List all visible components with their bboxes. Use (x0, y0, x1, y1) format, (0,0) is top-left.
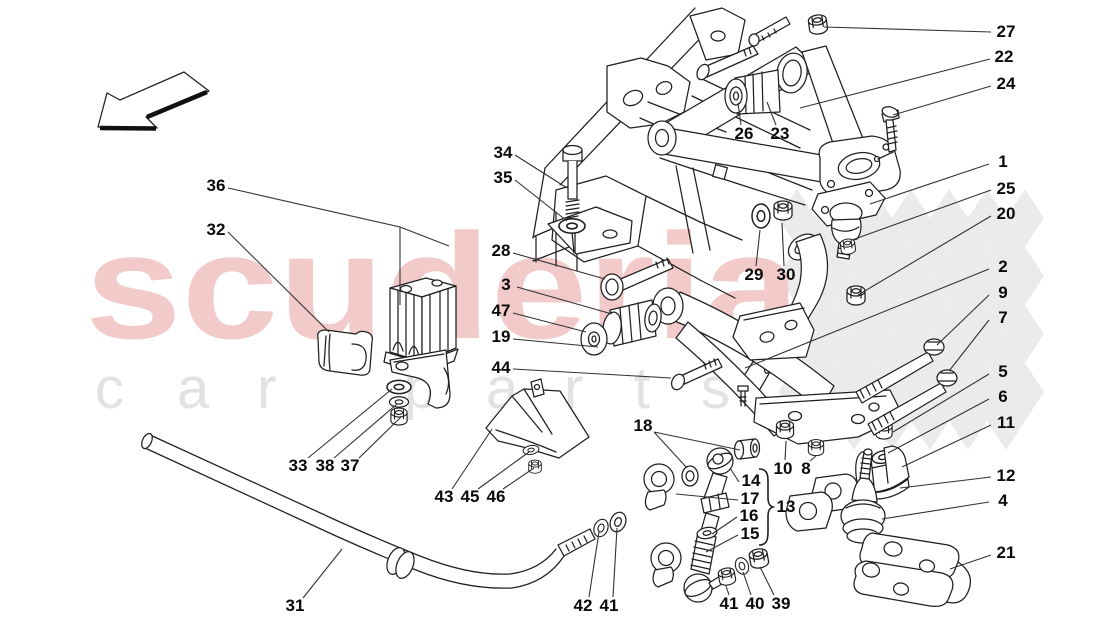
leader-line-36 (227, 187, 401, 228)
leader-line-27 (823, 26, 992, 33)
sway-bar-31 (141, 432, 596, 589)
bolt-7 (867, 369, 958, 436)
leader-line-43 (451, 428, 493, 490)
leader-line-29 (755, 229, 761, 267)
drop-link-assembly (643, 438, 761, 603)
leader-line-15 (705, 534, 739, 553)
bushing-18b (733, 438, 761, 460)
sway-bar-clamp (389, 349, 451, 409)
leader-line-23 (766, 101, 777, 126)
leader-line-8 (809, 455, 817, 462)
leader-line-2 (744, 268, 990, 369)
leader-line-5 (892, 373, 990, 433)
leader-line-32 (227, 231, 330, 333)
bolt-34 (562, 144, 583, 254)
leader-line-14 (729, 467, 740, 483)
leader-line-38 (333, 403, 398, 459)
leader-line-26 (737, 102, 742, 126)
leader-line-7 (948, 319, 990, 372)
leader-line-19 (512, 338, 599, 348)
leader-line-37 (358, 416, 402, 459)
nut-30 (773, 200, 793, 221)
leader-line-41b (725, 585, 730, 596)
leader-lines (227, 26, 992, 599)
leader-line-42 (588, 531, 600, 598)
checker-diamond (1006, 247, 1044, 305)
watermark-letter: c (95, 356, 124, 421)
leader-line-16 (711, 516, 738, 535)
bolt-28 (600, 257, 674, 301)
nut-25 (839, 237, 857, 256)
washer-47 (580, 322, 608, 356)
washer-35 (558, 218, 586, 234)
ball-joint-4 (840, 448, 886, 544)
upper-ball-joint (811, 181, 886, 260)
link-plates-12 (785, 473, 859, 532)
leader-line-34 (514, 154, 568, 189)
upper-flange (818, 135, 901, 198)
checker-diamond (1006, 363, 1044, 421)
washer-42 (590, 516, 612, 540)
leader-line-11 (901, 424, 992, 468)
leader-line-3 (516, 286, 613, 315)
leader-line-33 (307, 388, 393, 459)
nut-20 (846, 285, 866, 306)
nut-37 (390, 407, 408, 426)
bushing-32 (317, 329, 373, 376)
nut-41b (716, 566, 737, 587)
bolt-24 (877, 106, 900, 160)
leader-line-47 (512, 312, 587, 333)
leader-line-39 (759, 566, 775, 596)
leader-line-24 (892, 85, 992, 116)
bolt-44 (670, 358, 749, 407)
washer-41a (606, 509, 630, 535)
washer-40 (732, 555, 752, 577)
leader-line-4 (881, 501, 990, 520)
leader-line-45 (477, 451, 530, 490)
direction-arrow-icon (97, 71, 210, 131)
bracket-13-brace (758, 468, 776, 546)
leader-line-30 (781, 222, 785, 267)
nut-46 (528, 459, 542, 474)
washer-33 (386, 379, 412, 395)
upper-wishbone (647, 45, 901, 198)
bolt-9 (855, 338, 945, 404)
leader-line-1 (869, 163, 990, 205)
bracket-21 (853, 532, 971, 607)
nut-8 (807, 438, 825, 457)
watermark-letter: a (177, 356, 210, 421)
checker-diamond (1006, 305, 1044, 363)
leader-line-6 (887, 398, 990, 454)
leader-line-35 (514, 179, 568, 222)
leader-line-20 (857, 215, 992, 296)
leader-line-10 (784, 440, 787, 461)
leader-line-36 (399, 226, 450, 247)
leader-line-9 (936, 294, 990, 346)
nut-27 (807, 13, 829, 36)
nut-39 (747, 546, 771, 571)
leader-line-18 (653, 431, 688, 469)
nut-10 (775, 419, 795, 440)
washer-38 (388, 396, 410, 408)
leader-line-12 (899, 476, 992, 489)
washer-29 (751, 203, 771, 229)
watermark-letter: r (257, 356, 276, 421)
leader-line-28 (512, 252, 606, 280)
leader-line-18 (653, 431, 741, 451)
leader-line-22 (799, 58, 991, 109)
watermark-letter: t (634, 356, 650, 421)
leader-line-40 (742, 571, 752, 596)
leader-line-31 (302, 548, 343, 599)
bushing-23 (724, 69, 781, 115)
leader-line-21 (949, 554, 992, 570)
leader-line-46 (502, 467, 535, 490)
leader-line-44 (512, 368, 672, 379)
leader-line-17 (675, 493, 739, 501)
leader-line-41a (612, 527, 618, 598)
checker-diamond (1006, 189, 1044, 247)
leader-line-25 (851, 189, 992, 241)
bolt-26 (696, 45, 759, 81)
shield-43 (485, 378, 590, 459)
